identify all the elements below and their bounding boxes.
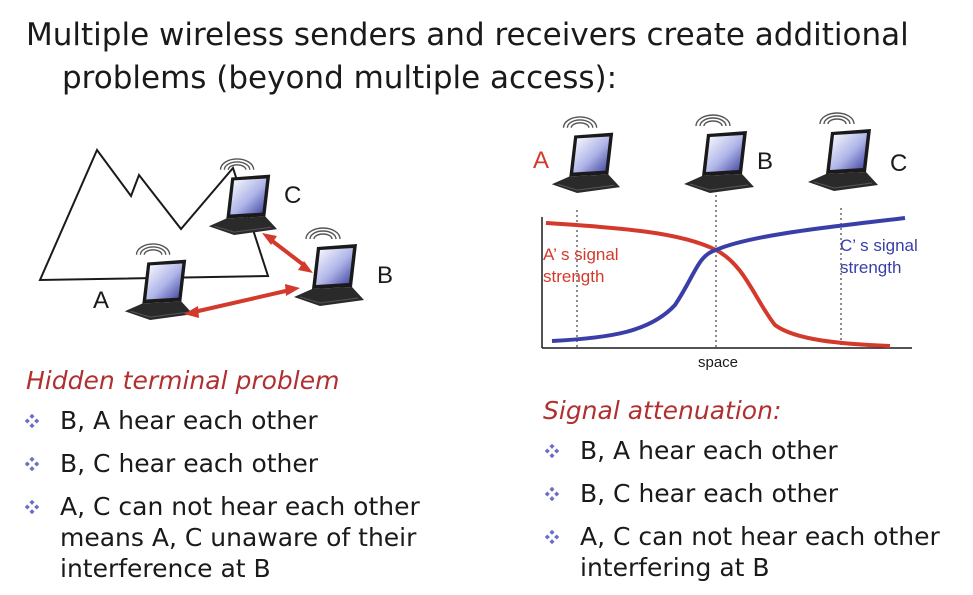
list-item: B, A hear each other <box>22 405 472 436</box>
obstacle-mountain <box>38 148 270 282</box>
diamond-bullet-icon <box>25 457 39 471</box>
signal-attenuation-heading: Signal attenuation: <box>543 396 782 425</box>
bullet-text: B, A hear each other <box>60 406 318 435</box>
bullet-text-line2: interfering at B <box>580 553 770 582</box>
bullet-text-line2: means A, C unaware of their <box>60 523 417 552</box>
a-signal-label-line2: strength <box>543 267 605 286</box>
bullet-text: B, C hear each other <box>580 479 839 508</box>
bullet-text-line1: A, C can not hear each other <box>60 492 420 521</box>
node-label-a-right: A <box>533 147 550 174</box>
laptop-icon <box>683 114 755 194</box>
list-item: A, C can not hear each other means A, C … <box>22 491 472 584</box>
diamond-bullet-icon <box>545 530 559 544</box>
diamond-bullet-icon <box>25 414 39 428</box>
laptop-icon <box>208 158 278 236</box>
a-signal-curve <box>545 221 891 348</box>
diamond-bullet-icon <box>25 500 39 514</box>
c-signal-curve <box>551 216 906 343</box>
laptop-icon <box>124 243 194 321</box>
double-arrow-icon <box>262 233 313 273</box>
list-item: B, C hear each other <box>22 448 472 479</box>
double-arrow-icon <box>184 284 300 318</box>
title-line-2: problems (beyond multiple access): <box>62 60 618 96</box>
list-item: A, C can not hear each other interfering… <box>542 521 967 583</box>
c-signal-label-line1: C’ s signal <box>840 236 918 255</box>
laptop-icon <box>807 112 879 192</box>
node-label-b-right: B <box>757 148 774 175</box>
a-signal-label-line1: A’ s signal <box>543 245 619 264</box>
list-item: B, C hear each other <box>542 478 967 509</box>
bullet-text-line1: A, C can not hear each other <box>580 522 940 551</box>
bullet-text: B, C hear each other <box>60 449 319 478</box>
node-label-c-right: C <box>890 150 908 177</box>
hidden-terminal-bullets: B, A hear each other B, C hear each othe… <box>22 405 472 584</box>
bullet-text: B, A hear each other <box>580 436 838 465</box>
signal-attenuation-diagram <box>541 112 912 349</box>
diamond-bullet-icon <box>545 444 559 458</box>
title-line-1: Multiple wireless senders and receivers … <box>26 17 909 53</box>
a-signal-label: A’ s signal strength <box>543 244 619 288</box>
c-signal-label-line2: strength <box>840 258 902 277</box>
hidden-terminal-heading: Hidden terminal problem <box>26 366 340 395</box>
signal-attenuation-bullets: B, A hear each other B, C hear each othe… <box>542 435 967 583</box>
node-label-c: C <box>284 182 302 209</box>
bullet-text-line3: interference at B <box>60 554 271 583</box>
list-item: B, A hear each other <box>542 435 967 466</box>
diamond-bullet-icon <box>545 487 559 501</box>
c-signal-label: C’ s signal strength <box>840 235 918 279</box>
node-label-a: A <box>93 287 110 314</box>
x-axis-label: space <box>698 354 739 371</box>
laptop-icon <box>551 116 621 194</box>
hidden-terminal-diagram <box>38 148 365 321</box>
node-label-b: B <box>377 262 394 289</box>
